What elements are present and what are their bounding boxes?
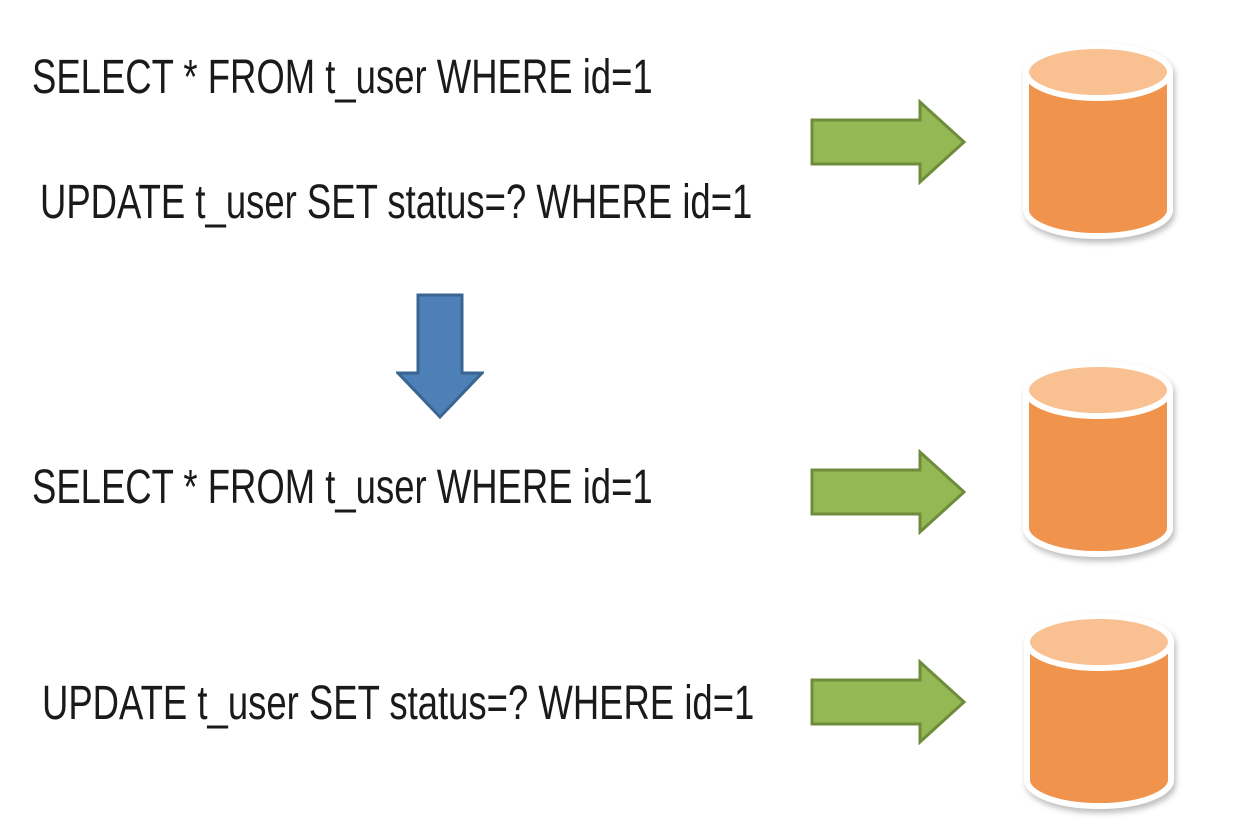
database-icon [1023,361,1173,557]
sql-update-before: UPDATE t_user SET status=? WHERE id=1 [40,176,753,229]
sql-select-after: SELECT * FROM t_user WHERE id=1 [32,461,653,514]
right-arrow-icon [810,659,967,745]
down-arrow-icon [396,293,484,419]
database-icon [1024,613,1174,809]
sql-select-before: SELECT * FROM t_user WHERE id=1 [32,51,653,104]
sql-update-after: UPDATE t_user SET status=? WHERE id=1 [42,677,755,730]
right-arrow-icon [810,99,967,185]
right-arrow-icon [810,449,967,535]
database-icon [1023,43,1173,239]
